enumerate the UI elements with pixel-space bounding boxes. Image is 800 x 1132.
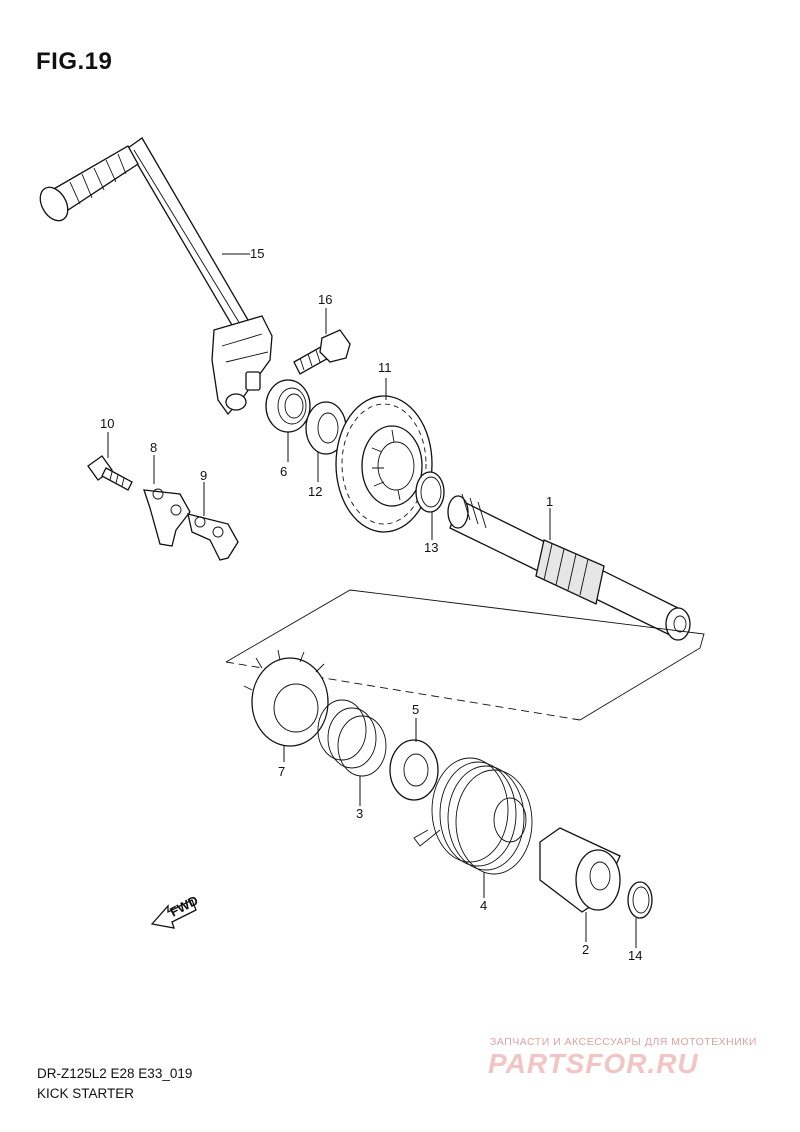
callout-3: 3	[356, 806, 363, 821]
oil-seal-6	[265, 379, 311, 433]
bracket-8	[143, 488, 191, 547]
circlip-14	[627, 881, 653, 919]
watermark-tagline: ЗАПЧАСТИ И АКСЕССУАРЫ ДЛЯ МОТОТЕХНИКИ	[490, 1036, 757, 1048]
callout-8: 8	[150, 440, 157, 455]
circlip-13	[415, 471, 445, 513]
callout-16: 16	[318, 292, 332, 307]
guide-2	[539, 827, 621, 913]
section-name: KICK STARTER	[37, 1086, 135, 1101]
model-code: DR-Z125L2 E28 E33_019	[37, 1066, 193, 1081]
callout-1: 1	[546, 494, 553, 509]
callout-labels: 15 16 11 10 8 9 6 12 1 13 5 7 3 4 2 14	[100, 246, 642, 963]
watermark-logo: PARTSFOR.RU	[488, 1048, 699, 1079]
callout-4: 4	[480, 898, 487, 913]
kick-drive-gear-7	[243, 649, 329, 747]
bolt-10	[87, 455, 133, 491]
bracket-9	[187, 513, 239, 561]
callout-9: 9	[200, 468, 207, 483]
callout-14: 14	[628, 948, 642, 963]
callout-5: 5	[412, 702, 419, 717]
callout-15: 15	[250, 246, 264, 261]
kick-starter-lever	[39, 137, 273, 416]
callout-2: 2	[582, 942, 589, 957]
leader-lines	[107, 253, 637, 948]
spring-3	[317, 699, 387, 777]
assembly-boundary	[225, 589, 705, 721]
fwd-arrow-icon: FWD	[150, 893, 201, 929]
callout-7: 7	[278, 764, 285, 779]
return-spring-4	[413, 757, 533, 875]
washer-5	[389, 739, 439, 801]
callout-11: 11	[378, 360, 392, 375]
callout-12: 12	[308, 484, 322, 499]
bolt-16	[293, 329, 351, 375]
figure-title: FIG.19	[36, 48, 113, 75]
callout-10: 10	[100, 416, 114, 431]
callout-6: 6	[280, 464, 287, 479]
kick-gear-11	[335, 395, 433, 533]
callout-13: 13	[424, 540, 438, 555]
kick-starter-shaft	[447, 493, 691, 641]
